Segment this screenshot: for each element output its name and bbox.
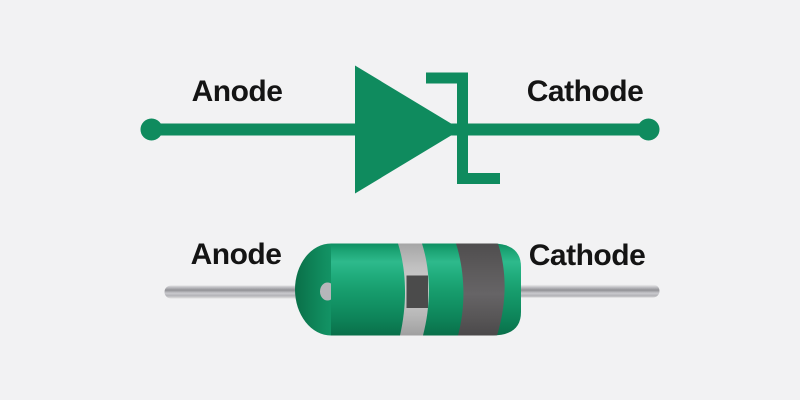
anode-terminal-dot xyxy=(140,118,163,141)
zener-cathode-bar-icon xyxy=(426,72,500,184)
component-cathode-label: Cathode xyxy=(528,239,646,272)
cathode-lead-wire xyxy=(500,284,660,298)
dark-gray-cathode-band xyxy=(456,243,505,336)
diode-triangle-icon xyxy=(355,65,461,194)
dark-center-square xyxy=(406,275,428,308)
component-anode-label: Anode xyxy=(190,238,282,271)
diode-bands xyxy=(398,243,505,336)
zener-symbol-figure xyxy=(140,65,660,194)
schematic-anode-label: Anode xyxy=(191,75,283,108)
schematic-cathode-label: Cathode xyxy=(526,75,644,108)
cathode-terminal-dot xyxy=(637,118,660,141)
diode-component-figure xyxy=(164,243,660,336)
anode-lead-wire xyxy=(164,285,327,299)
